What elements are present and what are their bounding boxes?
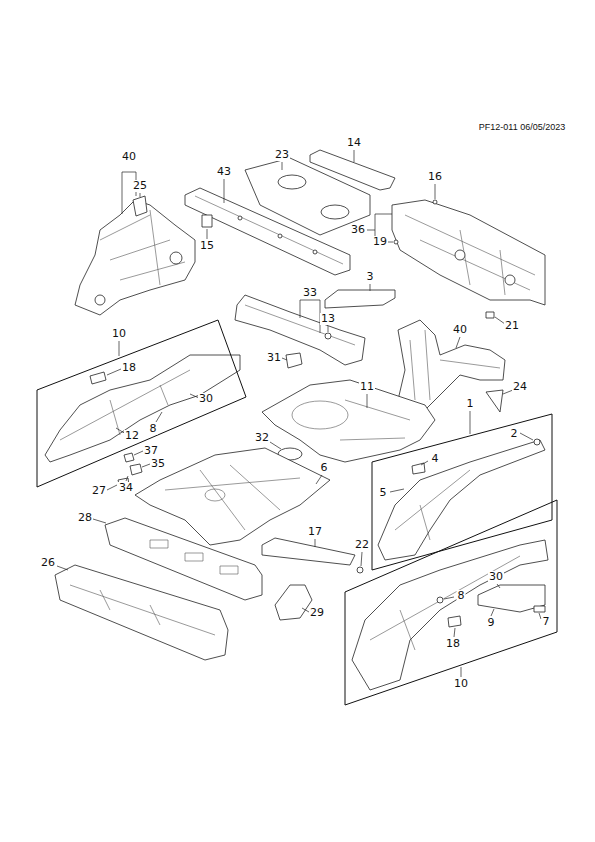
callout-number: 26	[40, 557, 56, 569]
callout-number: 18	[445, 638, 461, 650]
callout-number: 33	[302, 287, 318, 299]
callout-number: 6	[320, 462, 329, 474]
callout-number: 36	[350, 224, 366, 236]
callout-number: 31	[266, 352, 282, 364]
callout-number: 27	[91, 485, 107, 497]
callout-number: 10	[453, 678, 469, 690]
callout-number: 25	[132, 180, 148, 192]
callout-number: 37	[143, 445, 159, 457]
assembly-group-box: 1 2 4 5	[360, 392, 564, 582]
callout-number: 14	[346, 137, 362, 149]
callout-number: 11	[359, 381, 375, 393]
callout-number: 17	[307, 526, 323, 538]
callout-number: 24	[512, 381, 528, 393]
callout-number: 4	[431, 453, 440, 465]
callout-number: 8	[149, 423, 158, 435]
group-outline	[360, 392, 564, 582]
callout-number: 28	[77, 512, 93, 524]
callout-number: 23	[274, 149, 290, 161]
callout-number: 34	[118, 482, 134, 494]
group-border	[37, 320, 246, 487]
group-outline	[25, 308, 258, 499]
callout-number: 10	[111, 328, 127, 340]
group-border	[345, 500, 557, 705]
callout-number: 13	[320, 313, 336, 325]
callout-number: 29	[309, 607, 325, 619]
callout-number: 8	[457, 590, 466, 602]
drawing-reference: PF12-011 06/05/2023	[478, 122, 566, 132]
group-border	[372, 414, 552, 570]
callout-number: 43	[216, 166, 232, 178]
callout-number: 15	[199, 240, 215, 252]
callout-number: 30	[198, 393, 214, 405]
callout-number: 18	[121, 362, 137, 374]
callout-number: 2	[510, 428, 519, 440]
assembly-group-box: 30 8 9 7 18 10	[333, 488, 569, 717]
group-outline	[333, 488, 569, 717]
callout-number: 16	[427, 171, 443, 183]
callout-number: 22	[354, 539, 370, 551]
callout-number: 40	[452, 324, 468, 336]
callout-number: 40	[121, 151, 137, 163]
callout-number: 19	[372, 236, 388, 248]
callout-number: 12	[124, 430, 140, 442]
callout-number: 7	[542, 616, 551, 628]
callout-number: 30	[488, 571, 504, 583]
assembly-group-box: 10 18 30 8 12	[25, 308, 258, 499]
callout-number: 9	[487, 617, 496, 629]
callout-number: 21	[504, 320, 520, 332]
callout-number: 35	[150, 458, 166, 470]
callout-number: 1	[466, 398, 475, 410]
callout-number: 3	[366, 271, 375, 283]
callout-number: 5	[379, 487, 388, 499]
callout-number: 32	[254, 432, 270, 444]
